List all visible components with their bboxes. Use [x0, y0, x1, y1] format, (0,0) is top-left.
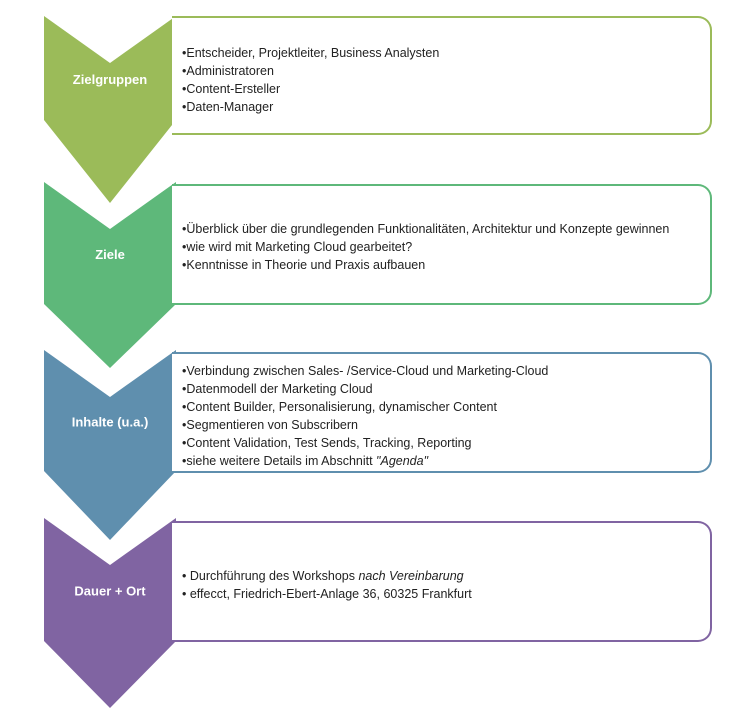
bullet-item: •Segmentieren von Subscribern: [182, 416, 710, 434]
bullet-item: •Verbindung zwischen Sales- /Service-Clo…: [182, 362, 710, 380]
bullet-emphasis: "Agenda": [376, 454, 429, 468]
bullet-text: •Datenmodell der Marketing Cloud: [182, 382, 373, 396]
content-box-ziele: •Überblick über die grundlegenden Funkti…: [172, 184, 712, 305]
bullet-item: •Entscheider, Projektleiter, Business An…: [182, 44, 710, 62]
bullet-item: •wie wird mit Marketing Cloud gearbeitet…: [182, 238, 710, 256]
bullet-text: •Content Validation, Test Sends, Trackin…: [182, 436, 472, 450]
chevron-dauer-ort: [44, 518, 176, 708]
bullet-item: •Content-Ersteller: [182, 80, 710, 98]
bullet-text: •siehe weitere Details im Abschnitt: [182, 454, 377, 468]
bullet-list: •Entscheider, Projektleiter, Business An…: [182, 44, 710, 116]
bullet-text: •wie wird mit Marketing Cloud gearbeitet…: [182, 240, 413, 254]
bullet-text: •Entscheider, Projektleiter, Business An…: [182, 46, 440, 60]
bullet-item: •Überblick über die grundlegenden Funkti…: [182, 220, 710, 238]
chevron-label: Ziele: [95, 247, 125, 262]
bullet-emphasis: nach Vereinbarung: [358, 569, 464, 583]
bullet-item: • effecct, Friedrich-Ebert-Anlage 36, 60…: [182, 585, 710, 603]
bullet-item: •Content Builder, Personalisierung, dyna…: [182, 398, 710, 416]
bullet-text: • Durchführung des Workshops: [182, 569, 359, 583]
bullet-text: •Überblick über die grundlegenden Funkti…: [182, 222, 670, 236]
chevron-label: Zielgruppen: [73, 72, 147, 87]
chevron-zielgruppen: [44, 16, 176, 203]
bullet-item: • Durchführung des Workshops nach Verein…: [182, 567, 710, 585]
bullet-text: •Verbindung zwischen Sales- /Service-Clo…: [182, 364, 549, 378]
content-box-dauer-ort: • Durchführung des Workshops nach Verein…: [172, 521, 712, 642]
bullet-list: • Durchführung des Workshops nach Verein…: [182, 567, 710, 603]
content-box-inhalte-u-a: •Verbindung zwischen Sales- /Service-Clo…: [172, 352, 712, 473]
bullet-item: •Daten-Manager: [182, 98, 710, 116]
bullet-item: •Content Validation, Test Sends, Trackin…: [182, 434, 710, 452]
bullet-item: •Administratoren: [182, 62, 710, 80]
bullet-list: •Verbindung zwischen Sales- /Service-Clo…: [182, 362, 710, 470]
bullet-item: •siehe weitere Details im Abschnitt "Age…: [182, 452, 710, 470]
bullet-text: •Content-Ersteller: [182, 82, 281, 96]
bullet-item: •Kenntnisse in Theorie und Praxis aufbau…: [182, 256, 710, 274]
content-box-zielgruppen: •Entscheider, Projektleiter, Business An…: [172, 16, 712, 135]
bullet-item: •Datenmodell der Marketing Cloud: [182, 380, 710, 398]
chevron-label: Dauer + Ort: [74, 584, 146, 599]
bullet-text: •Segmentieren von Subscribern: [182, 418, 359, 432]
bullet-text: •Kenntnisse in Theorie und Praxis aufbau…: [182, 258, 426, 272]
bullet-text: • effecct, Friedrich-Ebert-Anlage 36, 60…: [182, 587, 472, 601]
chevron-label: Inhalte (u.a.): [72, 415, 149, 430]
bullet-text: •Administratoren: [182, 64, 274, 78]
chevron-inhalte-u-a: [44, 350, 176, 540]
bullet-text: •Content Builder, Personalisierung, dyna…: [182, 400, 497, 414]
bullet-list: •Überblick über die grundlegenden Funkti…: [182, 220, 710, 274]
bullet-text: •Daten-Manager: [182, 100, 274, 114]
chevron-ziele: [44, 182, 176, 368]
